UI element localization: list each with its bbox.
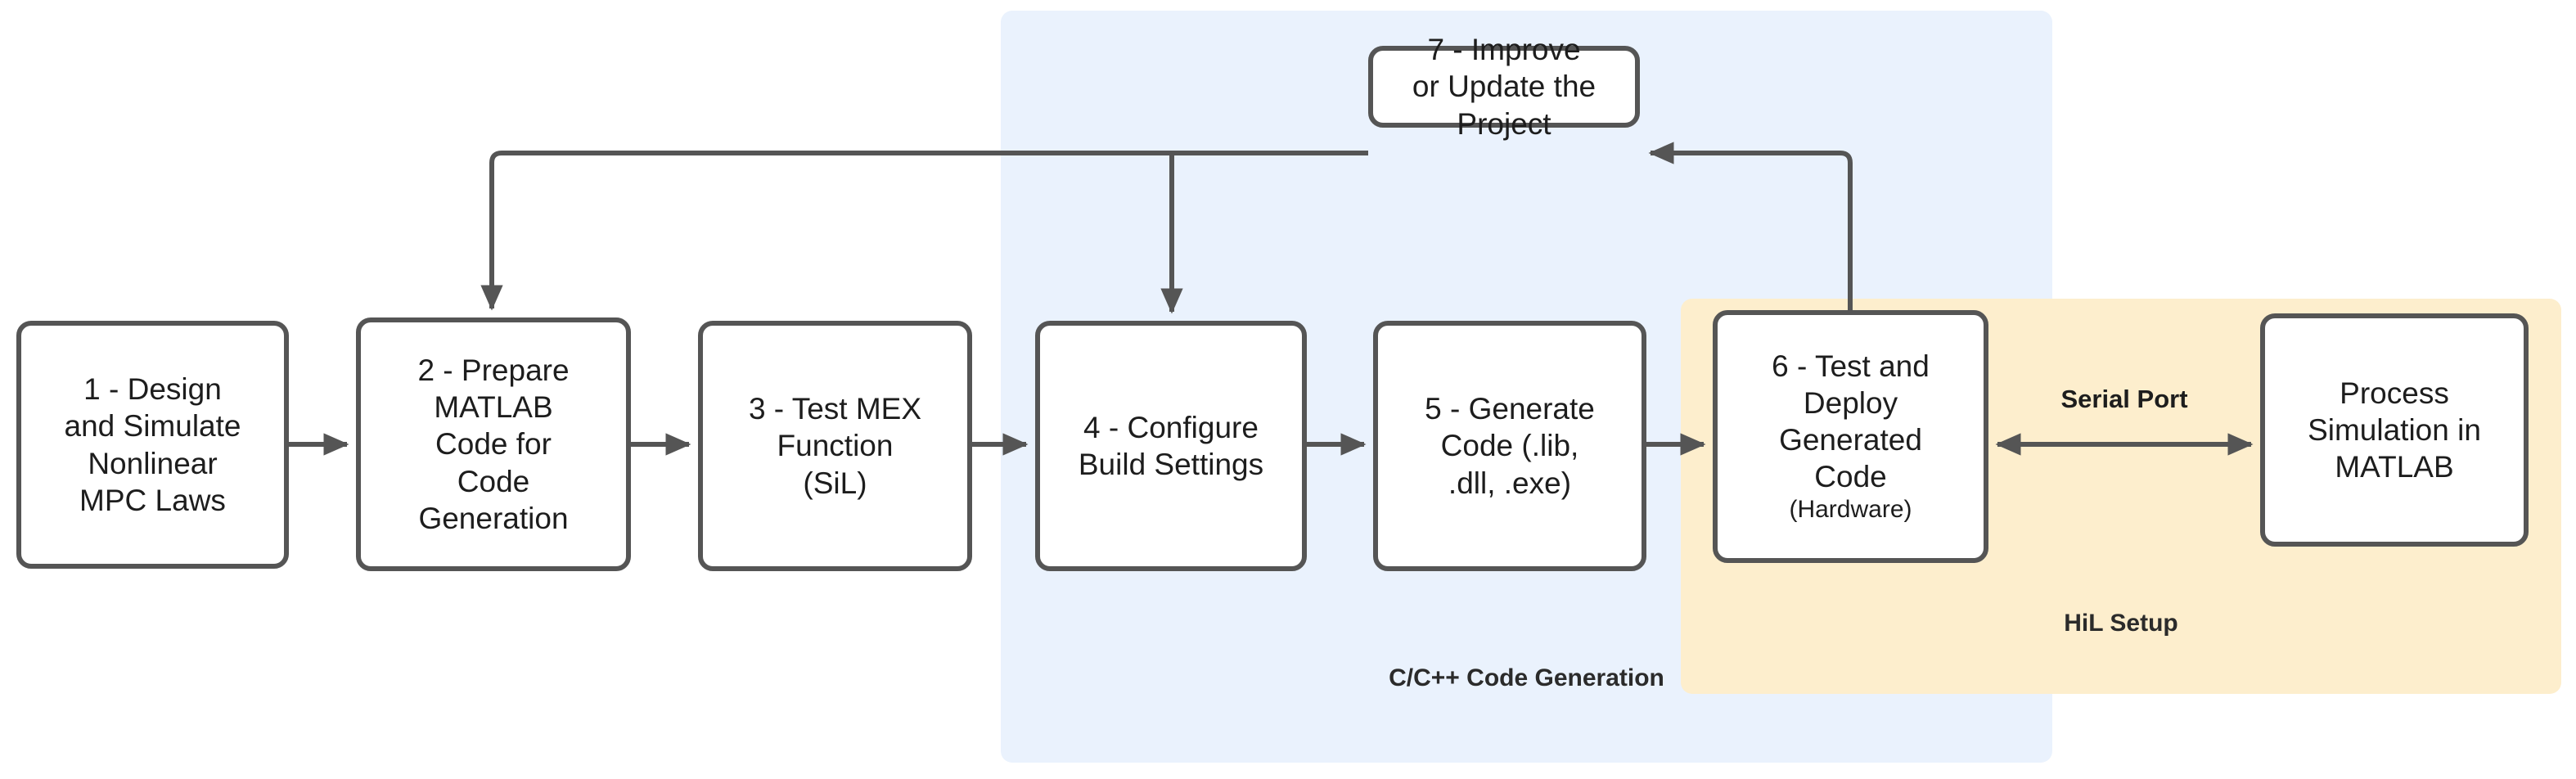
node-n6-sublabel: (Hardware) [1789,496,1912,524]
edge-n7-bus [480,151,1368,311]
edge-n6-to-n7 [1648,142,1853,310]
codegen-group-label: C/C++ Code Generation [1389,664,1664,691]
edge-label-serial-port: Serial Port [2060,385,2188,413]
hil-group-label: HiL Setup [2064,610,2178,637]
